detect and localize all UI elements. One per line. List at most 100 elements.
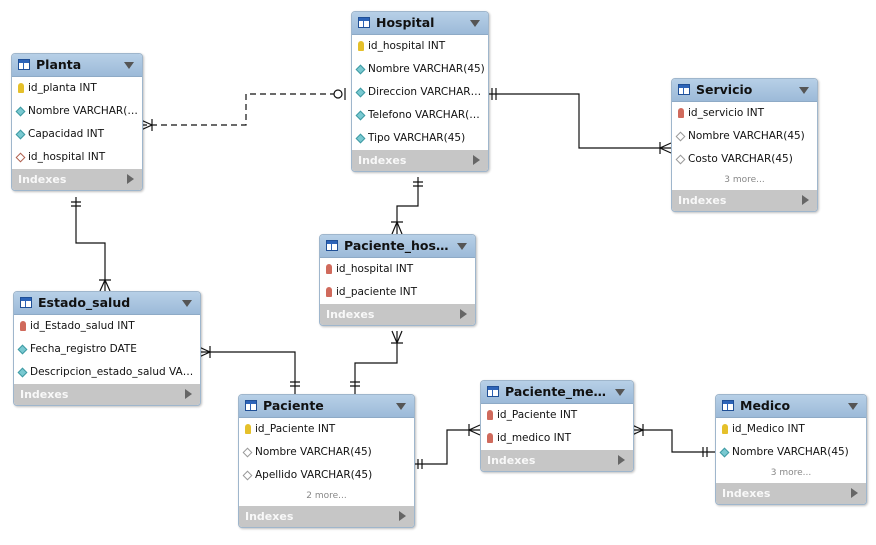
column-row[interactable]: id_medico INT <box>481 427 633 450</box>
collapse-arrow-icon[interactable] <box>124 62 134 69</box>
table-header[interactable]: Paciente_medico <box>481 381 633 404</box>
column-row[interactable]: id_Paciente INT <box>481 404 633 427</box>
column-text: id_Estado_salud INT <box>30 320 135 332</box>
column-text: Nombre VARCHAR(45) <box>732 446 849 458</box>
collapse-arrow-icon[interactable] <box>457 243 467 250</box>
link-end-pachosp-bottom <box>391 330 403 345</box>
expand-arrow-icon[interactable] <box>460 309 467 319</box>
column-row[interactable]: id_hospital INT <box>12 146 142 169</box>
column-row[interactable]: Apellido VARCHAR(45) <box>239 464 414 487</box>
indexes-section[interactable]: Indexes <box>481 450 633 471</box>
column-text: id_paciente INT <box>336 286 418 298</box>
table-header[interactable]: Paciente_hospital <box>320 235 475 258</box>
column-row[interactable]: Nombre VARCHAR(45) <box>716 441 866 464</box>
more-columns-label[interactable]: 2 more... <box>306 491 347 501</box>
column-text: Nombre VARCHAR(45) <box>688 130 805 142</box>
link-hospital-planta[interactable] <box>141 93 342 126</box>
link-pachosp-paciente[interactable] <box>354 331 398 394</box>
expand-arrow-icon[interactable] <box>473 155 480 165</box>
link-pacmed-medico[interactable] <box>632 429 715 453</box>
column-row[interactable]: id_servicio INT <box>672 102 817 125</box>
table-header[interactable]: Planta <box>12 54 142 77</box>
column-list: id_hospital INT id_paciente INT <box>320 258 475 304</box>
more-columns-label[interactable]: 3 more... <box>770 468 812 478</box>
indexes-section[interactable]: Indexes <box>672 190 817 211</box>
table-paciente-hospital[interactable]: Paciente_hospital id_hospital INT id_paci… <box>319 234 476 326</box>
column-row[interactable]: Nombre VARCHAR(45) <box>12 100 142 123</box>
table-servicio[interactable]: Servicio id_servicio INT Nombre VARCHAR(4… <box>671 78 818 212</box>
column-text: id_Paciente INT <box>497 409 578 421</box>
column-row[interactable]: Fecha_registro DATE <box>14 338 200 361</box>
table-title: Servicio <box>696 82 753 97</box>
table-title: Paciente <box>263 398 324 413</box>
expand-arrow-icon[interactable] <box>802 195 809 205</box>
link-paciente-pacmed[interactable] <box>413 429 480 465</box>
collapse-arrow-icon[interactable] <box>615 389 625 396</box>
table-medico[interactable]: Medico id_Medico INT Nombre VARCHAR(45) 3… <box>715 394 867 505</box>
expand-arrow-icon[interactable] <box>185 389 192 399</box>
indexes-section[interactable]: Indexes <box>14 384 200 405</box>
collapse-arrow-icon[interactable] <box>799 87 809 94</box>
table-header[interactable]: Medico <box>716 395 866 418</box>
column-list: id_planta INT Nombre VARCHAR(45)Capacidad… <box>12 77 142 169</box>
column-row[interactable]: Direccion VARCHAR(45) <box>352 81 488 104</box>
column-row[interactable]: Nombre VARCHAR(45) <box>672 125 817 148</box>
table-hospital[interactable]: Hospital id_hospital INT Nombre VARCHAR(4… <box>351 11 489 172</box>
nullable-column-icon <box>675 131 686 142</box>
column-row[interactable]: Costo VARCHAR(45) <box>672 148 817 171</box>
expand-arrow-icon[interactable] <box>127 174 134 184</box>
collapse-arrow-icon[interactable] <box>396 403 406 410</box>
expand-arrow-icon[interactable] <box>618 455 625 465</box>
column-text: Nombre VARCHAR(45) <box>368 63 485 75</box>
column-row[interactable]: id_hospital INT <box>352 35 488 58</box>
collapse-arrow-icon[interactable] <box>182 300 192 307</box>
link-hospital-servicio[interactable] <box>487 93 671 149</box>
indexes-section[interactable]: Indexes <box>352 150 488 171</box>
column-text: Fecha_registro DATE <box>30 343 137 355</box>
column-row[interactable]: Descripcion_estado_salud VARCHAR(45) <box>14 361 200 384</box>
link-hospital-pachosp[interactable] <box>396 177 419 234</box>
column-row[interactable]: Telefono VARCHAR(45) <box>352 104 488 127</box>
column-icon <box>15 106 26 117</box>
column-row[interactable]: Nombre VARCHAR(45) <box>352 58 488 81</box>
table-estado-salud[interactable]: Estado_salud id_Estado_salud INT Fecha_re… <box>13 291 201 406</box>
indexes-section[interactable]: Indexes <box>12 169 142 190</box>
table-planta[interactable]: Planta id_planta INT Nombre VARCHAR(45)Ca… <box>11 53 143 191</box>
table-paciente-medico[interactable]: Paciente_medico id_Paciente INT id_medico… <box>480 380 634 472</box>
column-text: id_planta INT <box>28 82 97 94</box>
indexes-section[interactable]: Indexes <box>320 304 475 325</box>
column-list: id_hospital INT Nombre VARCHAR(45) Direcci… <box>352 35 488 150</box>
column-row[interactable]: id_hospital INT <box>320 258 475 281</box>
table-header[interactable]: Hospital <box>352 12 488 35</box>
table-icon <box>358 17 370 28</box>
column-row[interactable]: Nombre VARCHAR(45) <box>239 441 414 464</box>
foreign-primary-key-icon <box>487 410 493 420</box>
column-text: id_hospital INT <box>336 263 414 275</box>
table-header[interactable]: Servicio <box>672 79 817 102</box>
link-planta-estado[interactable] <box>75 197 106 291</box>
collapse-arrow-icon[interactable] <box>848 403 858 410</box>
expand-arrow-icon[interactable] <box>851 488 858 498</box>
column-row[interactable]: Capacidad INT <box>12 123 142 146</box>
expand-arrow-icon[interactable] <box>399 511 406 521</box>
column-row[interactable]: id_Paciente INT <box>239 418 414 441</box>
table-header[interactable]: Paciente <box>239 395 414 418</box>
link-estado-paciente[interactable] <box>199 351 296 394</box>
column-text: Apellido VARCHAR(45) <box>255 469 373 481</box>
more-columns-label[interactable]: 3 more... <box>724 175 765 185</box>
column-row[interactable]: id_Medico INT <box>716 418 866 441</box>
collapse-arrow-icon[interactable] <box>470 20 480 27</box>
column-row[interactable]: id_Estado_salud INT <box>14 315 200 338</box>
indexes-section[interactable]: Indexes <box>239 506 414 527</box>
column-row[interactable]: id_paciente INT <box>320 281 475 304</box>
column-text: Descripcion_estado_salud VARCHAR(45) <box>30 366 197 378</box>
column-row[interactable]: Tipo VARCHAR(45) <box>352 127 488 150</box>
primary-key-icon <box>18 83 24 93</box>
column-row[interactable]: id_planta INT <box>12 77 142 100</box>
indexes-section[interactable]: Indexes <box>716 483 866 504</box>
foreign-primary-key-icon <box>678 108 684 118</box>
column-list: id_Medico INT Nombre VARCHAR(45) <box>716 418 866 464</box>
table-header[interactable]: Estado_salud <box>14 292 200 315</box>
